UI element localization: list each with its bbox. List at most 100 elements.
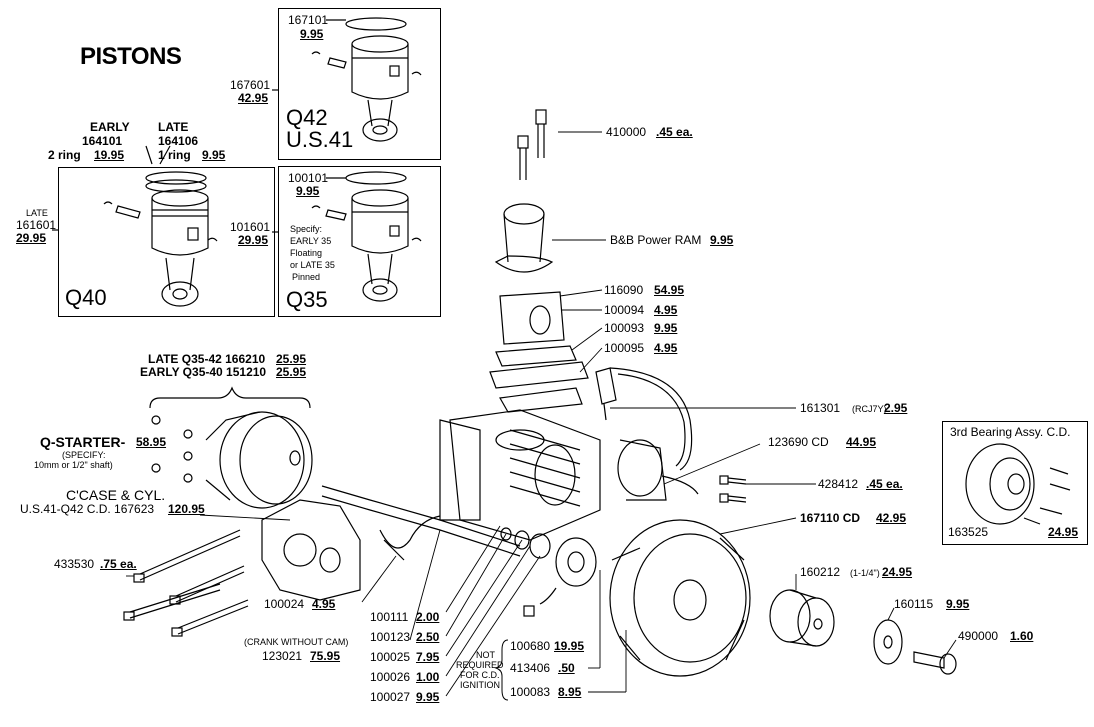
starter-late-price: 25.95: [276, 352, 307, 366]
part-100094-num: 100094: [604, 303, 645, 317]
part-100093-price: 9.95: [654, 321, 678, 335]
part-413406-num: 413406: [510, 661, 551, 675]
crankshaft-drawing: [321, 485, 521, 561]
q35-ring-part: 100101: [288, 171, 329, 185]
bearing-price: 24.95: [1048, 525, 1079, 539]
part-100026-price: 1.00: [416, 670, 440, 684]
pulley-drawing: [769, 589, 835, 647]
q35-piston-drawing: [311, 171, 422, 302]
q42-piston-box: [278, 8, 441, 160]
ram-price: 9.95: [710, 233, 734, 247]
part-428412-price: .45 ea.: [866, 477, 903, 491]
crankcase-title: C'CASE & CYL.: [66, 487, 166, 503]
part-123021-note: (CRANK WITHOUT CAM): [244, 637, 349, 647]
part-100680-num: 100680: [510, 639, 551, 653]
not-required-1: NOT: [476, 650, 495, 660]
q40-early-heading: EARLY: [90, 120, 130, 134]
part-123690-num: 123690 CD: [768, 435, 829, 449]
crankcase-line: U.S.41-Q42 C.D. 167623: [20, 502, 155, 516]
part-100025-price: 7.95: [416, 650, 440, 664]
q40-early-desc: 2 ring: [48, 148, 81, 162]
not-required-3: FOR C.D.: [460, 670, 500, 680]
q35-specify-1: Specify:: [290, 224, 323, 234]
part-433530-num: 433530: [54, 557, 95, 571]
part-100680-price: 19.95: [554, 639, 585, 653]
part-100025-num: 100025: [370, 650, 411, 664]
bearing-assy-drawing: [965, 443, 1071, 525]
part-100083-num: 100083: [510, 685, 551, 699]
crank-bearings-drawing: [500, 527, 551, 559]
starter-late-line: LATE Q35-42 166210: [148, 352, 266, 366]
bolts-433530-drawing: [123, 529, 249, 637]
q40-side-price: 29.95: [16, 231, 47, 245]
part-160115-price: 9.95: [946, 597, 970, 611]
ram-name: B&B Power RAM: [610, 233, 702, 247]
part-116090-num: 116090: [604, 283, 644, 297]
q40-early-part: 164101: [82, 134, 123, 148]
part-410000-num: 410000: [606, 125, 647, 139]
bearing-title: 3rd Bearing Assy. C.D.: [950, 425, 1071, 439]
starter-drawing: [151, 411, 313, 509]
screws-410000-drawing: [517, 109, 547, 180]
not-required-2: REQUIRED: [456, 660, 504, 670]
carburetor-drawing: [489, 291, 589, 413]
part-100095-num: 100095: [604, 341, 645, 355]
part-100026-num: 100026: [370, 670, 411, 684]
part-100093-num: 100093: [604, 321, 645, 335]
q35-specify-2: EARLY 35: [290, 236, 332, 246]
q42-model-label: Q42: [286, 105, 328, 130]
starter-specify-1: (SPECIFY:: [62, 450, 106, 460]
q42-piston-drawing: [311, 17, 422, 142]
part-100123-price: 2.50: [416, 630, 440, 644]
part-413406-price: .50: [558, 661, 575, 675]
part-161301-num: 161301: [800, 401, 841, 415]
q35-side-price: 29.95: [238, 233, 269, 247]
starter-specify-2: 10mm or 1/2" shaft): [34, 460, 113, 470]
spark-plug-drawing: [595, 367, 693, 471]
part-100027-price: 9.95: [416, 690, 440, 704]
cylinder-drawing: [449, 409, 601, 541]
q40-late-price: 9.95: [202, 148, 226, 162]
q42-ring-part: 167101: [288, 13, 329, 27]
crankcase-drawing: [261, 419, 481, 601]
washer-drawing: [873, 619, 903, 665]
q35-side-part: 101601: [230, 220, 271, 234]
starter-name: Q-STARTER-: [40, 434, 126, 450]
part-100083-price: 8.95: [558, 685, 582, 699]
crankcase-price: 120.95: [168, 502, 205, 516]
bearing-part-num: 163525: [948, 525, 989, 539]
part-100123-num: 100123: [370, 630, 411, 644]
part-428412-num: 428412: [818, 477, 859, 491]
part-160212-num: 160212: [800, 565, 841, 579]
q42-side-price: 42.95: [238, 91, 269, 105]
starter-early-line: EARLY Q35-40 151210: [140, 365, 267, 379]
part-490000-price: 1.60: [1010, 629, 1034, 643]
part-167110-num: 167110 CD: [800, 511, 861, 525]
part-100027-num: 100027: [370, 690, 411, 704]
bearing-box: [942, 421, 1088, 545]
part-433530-price: .75 ea.: [100, 557, 137, 571]
starter-early-price: 25.95: [276, 365, 307, 379]
q35-model-label: Q35: [286, 287, 328, 312]
q35-ring-price: 9.95: [296, 184, 320, 198]
q35-specify-4: or LATE 35: [290, 260, 335, 270]
q42-side-part: 167601: [230, 78, 271, 92]
q40-side-late: LATE: [26, 208, 48, 218]
q40-late-desc: 1 ring: [158, 148, 191, 162]
q40-late-heading: LATE: [158, 120, 189, 134]
page-title: PISTONS: [80, 43, 182, 70]
power-ram-drawing: [494, 203, 554, 273]
q42-ring-price: 9.95: [300, 27, 324, 41]
q40-piston-box: [58, 167, 275, 317]
ignition-points-drawing: [523, 537, 597, 617]
part-161301-price: 2.95: [884, 401, 908, 415]
part-410000-price: .45 ea.: [656, 125, 693, 139]
part-100111-price: 2.00: [416, 610, 440, 624]
q35-specify-5: Pinned: [292, 272, 321, 282]
part-167110-price: 42.95: [876, 511, 907, 525]
part-161301-note: (RCJ7Y): [852, 404, 887, 414]
q40-piston-drawing: [103, 171, 218, 307]
part-160212-note: (1-1/4"): [850, 568, 880, 578]
part-160115-num: 160115: [894, 597, 934, 611]
